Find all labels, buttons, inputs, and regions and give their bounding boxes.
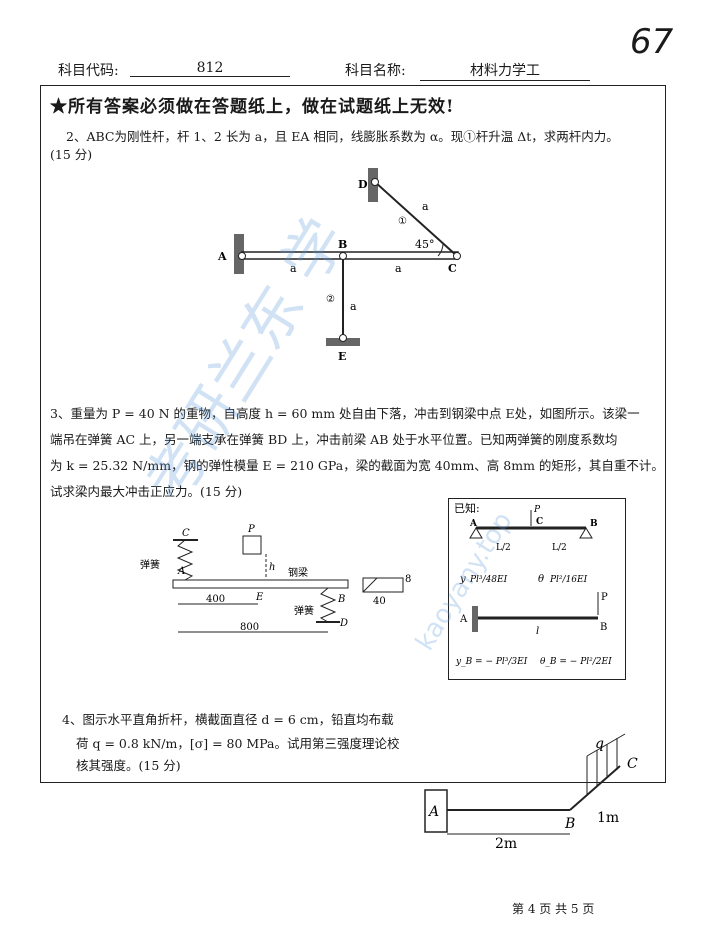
label-beam: 钢梁 [288, 566, 308, 579]
known-y: y [459, 574, 466, 585]
ss-support-a [469, 527, 483, 539]
rod-1 [374, 181, 458, 257]
label-b3: B [337, 594, 345, 605]
known-eq3: y_B = − Pl³/3EI [455, 657, 528, 667]
label-a-ab: a [290, 262, 297, 275]
known-b2: B [600, 622, 607, 633]
q2-text-2: (15 分) [50, 147, 93, 162]
label-h3: h [269, 562, 275, 573]
label-rod2: ② [326, 294, 335, 305]
known-eq4: θ_B = − Pl²/2EI [540, 657, 612, 667]
label-a3: A [177, 566, 185, 577]
pin-d [371, 178, 379, 186]
q4-text-3: 核其强度。(15 分) [76, 758, 181, 773]
known-b: B [590, 519, 598, 529]
ss-support-b [579, 527, 593, 539]
pin-b [339, 252, 347, 260]
known-figure: 已知: P C A B L/2 L/2 y Pl³/48EI θ Pl²/16E… [454, 501, 612, 667]
label-40: 40 [373, 596, 386, 607]
known-title: 已知: [454, 501, 480, 515]
q3-text-2: 端吊在弹簧 AC 上，另一端支承在弹簧 BD 上，冲击前梁 AB 处于水平位置。… [50, 432, 618, 447]
section [362, 577, 404, 593]
label-a4: A [427, 804, 439, 820]
spring-ac [176, 539, 194, 581]
q4-text-2: 荷 q = 0.8 kN/m，[σ] = 80 MPa。试用第三强度理论校 [76, 736, 400, 751]
q3-text-3: 为 k = 25.32 N/mm，钢的弹性模量 E = 210 GPa，梁的截面… [50, 458, 664, 473]
q4-text-1: 4、图示水平直角折杆，横截面直径 d = 6 cm，铅直均布载 [62, 712, 394, 727]
q3-text-4: 试求梁内最大冲击正应力。(15 分) [50, 484, 243, 499]
label-q4: q [595, 736, 604, 752]
known-a: A [469, 519, 478, 529]
section-hatch [362, 577, 378, 593]
known-eq2: Pl²/16EI [549, 575, 588, 585]
pin-a [238, 252, 246, 260]
spring-bd [319, 587, 337, 623]
known-eq1: Pl³/48EI [469, 575, 508, 585]
label-e: E [338, 350, 346, 363]
pin-e [339, 334, 347, 342]
label-2m: 2m [495, 836, 517, 852]
subject-name-value: 材料力学工 [420, 60, 590, 81]
known-a2: A [459, 614, 468, 625]
label-800: 800 [240, 622, 259, 633]
q3-text-1: 3、重量为 P = 40 N 的重物，自高度 h = 60 mm 处自由下落，冲… [50, 406, 640, 421]
q3-figure: C P h 弹簧 钢梁 A E B D 400 800 弹簧 40 8 [140, 524, 411, 633]
question-frame [40, 85, 666, 783]
known-p: P [533, 505, 541, 515]
known-l2b: L/2 [552, 543, 567, 553]
known-p2: P [601, 592, 608, 603]
known-l: l [536, 626, 539, 637]
label-b: B [338, 238, 347, 251]
label-p3: P [247, 524, 255, 535]
label-angle: 45° [415, 238, 435, 251]
label-a-bc: a [395, 262, 402, 275]
subject-name-label: 科目名称: [345, 63, 406, 79]
weight-p [242, 535, 262, 555]
label-a: A [217, 250, 227, 263]
q2-figure: D A B C E a a a a ① ② 45° [217, 168, 461, 363]
q2-text-1: 2、ABC为刚性杆，杆 1、2 长为 a，且 EA 相同，线膨胀系数为 α。现①… [66, 129, 619, 144]
label-400: 400 [206, 594, 225, 605]
label-a-rod2: a [350, 300, 357, 313]
label-rod1: ① [398, 216, 407, 227]
pin-c [453, 252, 461, 260]
notice: ★所有答案必须做在答题纸上，做在试题纸上无效! [50, 97, 455, 117]
known-theta: θ [538, 574, 544, 585]
q4-figure: q C A B 2m 1m [424, 733, 638, 852]
label-a-rod1: a [422, 200, 429, 213]
label-d: D [358, 178, 368, 191]
subject-code-value: 812 [130, 60, 290, 77]
label-b4: B [564, 816, 575, 832]
label-spring1: 弹簧 [140, 558, 160, 571]
label-c3: C [182, 528, 190, 539]
label-spring2: 弹簧 [294, 604, 314, 617]
known-box [448, 498, 626, 680]
hand-number: 67 [630, 22, 674, 62]
cantilever-wall [472, 606, 478, 632]
label-d3: D [339, 618, 348, 629]
bar-bc [569, 765, 621, 811]
label-c: C [448, 262, 457, 275]
subject-code-label: 科目代码: [58, 63, 119, 79]
label-e3: E [255, 592, 264, 603]
label-c4: C [627, 756, 638, 772]
known-c: C [536, 517, 543, 527]
angle-arc [437, 243, 444, 257]
label-8: 8 [405, 574, 411, 585]
load-q-top [586, 733, 626, 757]
page-footer: 第 4 页 共 5 页 [512, 902, 595, 916]
label-1m: 1m [597, 810, 619, 826]
known-l2a: L/2 [496, 543, 511, 553]
steel-beam [172, 579, 349, 589]
